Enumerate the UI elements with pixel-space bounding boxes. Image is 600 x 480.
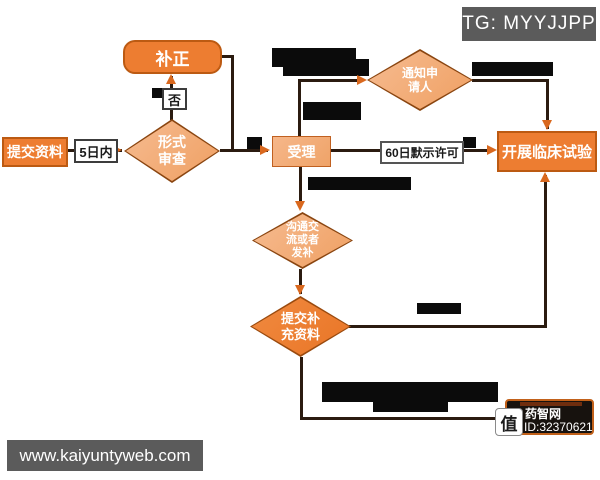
node-formal-review: 形式 审查 bbox=[124, 119, 220, 183]
node-formal-review-label: 形式 审查 bbox=[158, 134, 186, 167]
node-clinical-trial-label: 开展临床试验 bbox=[501, 144, 592, 161]
arrowhead-into-correction bbox=[166, 74, 176, 84]
node-notify-applicant: 通知申 请人 bbox=[367, 49, 473, 111]
arrowhead-into-acceptance bbox=[260, 145, 270, 155]
arrowhead-into-notify bbox=[357, 75, 367, 85]
website-badge-text: www.kaiyuntyweb.com bbox=[19, 445, 191, 465]
diamond-fill: 形式 审查 bbox=[126, 121, 218, 181]
node-clinical-trial: 开展临床试验 bbox=[497, 131, 597, 172]
watermark-site-name: 药智网 bbox=[525, 407, 562, 421]
arrowhead-into-trial-left bbox=[487, 145, 497, 155]
redaction-blob bbox=[308, 177, 411, 190]
watermark: 值 药智网 ID:32370621 bbox=[494, 398, 598, 438]
connector-notify-to-trial-v bbox=[546, 79, 549, 129]
connector-to-notify-h bbox=[298, 79, 362, 82]
arrowhead-into-trial-bottom bbox=[540, 172, 550, 182]
edge-label-implied-60-days-text: 60日默示许可 bbox=[385, 146, 459, 160]
node-supplementary: 提交补 充资料 bbox=[250, 296, 351, 357]
connector-comm-to-supp bbox=[299, 269, 302, 294]
diamond-fill: 沟通交 流或者 发补 bbox=[254, 214, 351, 267]
redaction-blob bbox=[463, 137, 476, 148]
tg-badge-text: TG: MYYJJPP bbox=[462, 13, 596, 34]
edge-label-no-text: 否 bbox=[167, 92, 181, 108]
redaction-blob bbox=[417, 303, 461, 314]
node-correction: 补正 bbox=[123, 40, 222, 74]
connector-supp-to-trial-v bbox=[544, 175, 547, 328]
connector-bottom-h bbox=[300, 417, 555, 420]
arrowhead-into-supplementary bbox=[295, 285, 305, 295]
yaozhi-logo-icon: 值 bbox=[495, 408, 523, 436]
connector-acceptance-up-v bbox=[298, 80, 301, 137]
node-notify-applicant-label: 通知申 请人 bbox=[401, 65, 438, 94]
redaction-blob bbox=[373, 400, 448, 412]
diamond-fill: 通知申 请人 bbox=[369, 51, 471, 109]
diamond-fill: 提交补 充资料 bbox=[252, 298, 349, 355]
connector-review-to-acceptance bbox=[220, 149, 268, 152]
connector-supp-down-v bbox=[300, 357, 303, 418]
node-communication: 沟通交 流或者 发补 bbox=[252, 212, 353, 269]
node-communication-label: 沟通交 流或者 发补 bbox=[286, 220, 319, 260]
redaction-blob bbox=[247, 137, 262, 149]
redaction-blob bbox=[152, 88, 162, 98]
connector-supp-right-h bbox=[349, 325, 546, 328]
tg-badge: TG: MYYJJPP bbox=[462, 7, 596, 41]
edge-label-within-5-days: 5日内 bbox=[74, 139, 118, 163]
redaction-blob bbox=[472, 62, 553, 76]
arrowhead-into-communication bbox=[295, 201, 305, 211]
watermark-topstrip bbox=[520, 402, 582, 406]
connector-notify-out-h bbox=[472, 79, 549, 82]
redaction-blob bbox=[283, 59, 369, 76]
redaction-blob bbox=[322, 382, 498, 402]
watermark-id: ID:32370621 bbox=[524, 420, 593, 434]
redaction-blob bbox=[303, 102, 361, 120]
node-acceptance: 受理 bbox=[272, 136, 331, 167]
node-supplementary-label: 提交补 充资料 bbox=[280, 310, 320, 342]
node-submit-materials: 提交资料 bbox=[2, 137, 68, 167]
edge-label-no: 否 bbox=[162, 88, 187, 110]
connector-correction-out-h bbox=[221, 55, 234, 58]
edge-label-within-5-days-text: 5日内 bbox=[79, 144, 113, 160]
connector-acceptance-to-comm bbox=[299, 167, 302, 207]
website-badge: www.kaiyuntyweb.com bbox=[7, 440, 203, 471]
arrowhead-into-trial-top bbox=[542, 120, 552, 130]
node-acceptance-label: 受理 bbox=[287, 143, 316, 160]
edge-label-implied-60-days: 60日默示许可 bbox=[380, 141, 464, 164]
connector-correction-down-v bbox=[231, 55, 234, 152]
node-submit-materials-label: 提交资料 bbox=[7, 144, 63, 160]
redaction-blob bbox=[490, 383, 495, 398]
node-correction-label: 补正 bbox=[155, 49, 190, 69]
yaozhi-logo-glyph: 值 bbox=[500, 414, 518, 434]
